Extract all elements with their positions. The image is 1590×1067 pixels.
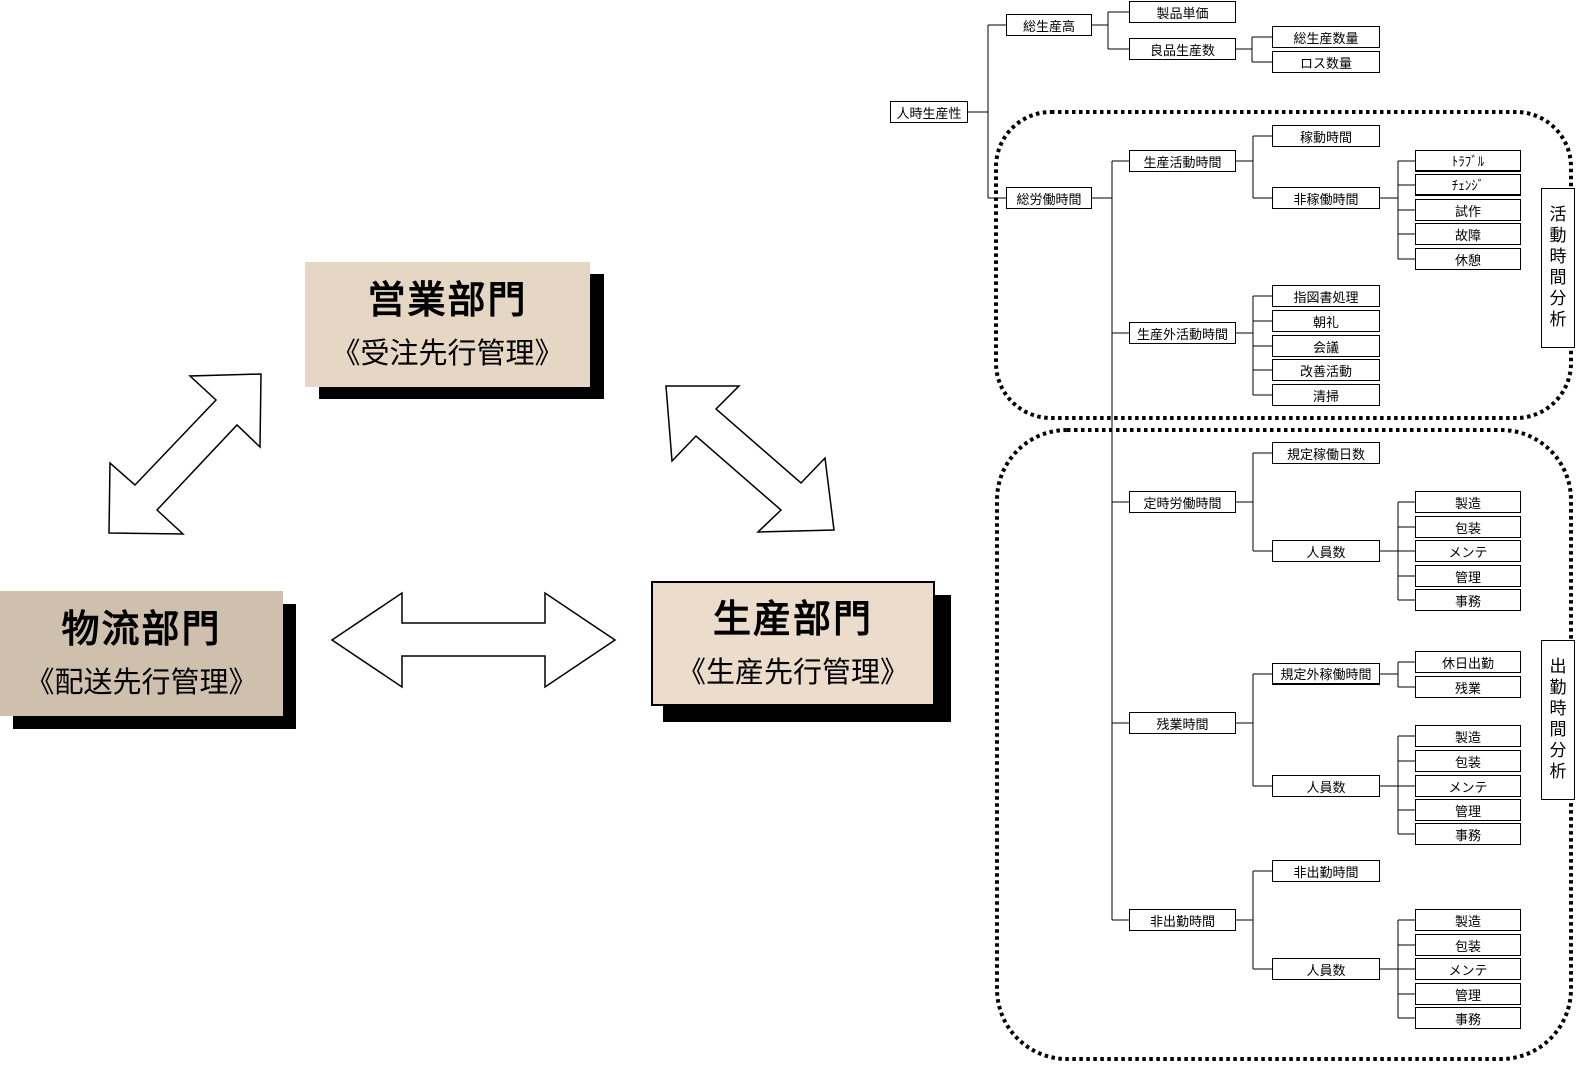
node-absence-time: 非出勤時間 bbox=[1272, 860, 1380, 882]
attendance-label-char-2: 勤 bbox=[1549, 678, 1567, 698]
node-regular-time: 定時労働時間 bbox=[1129, 491, 1236, 513]
node-root: 人時生産性 bbox=[890, 101, 968, 123]
node-role-regular-2: 包装 bbox=[1415, 516, 1521, 538]
node-kaizen: 改善活動 bbox=[1272, 359, 1380, 381]
node-role-absence-3: メンテ bbox=[1415, 958, 1521, 980]
node-role-overtime-4: 管理 bbox=[1415, 799, 1521, 821]
sales-department-subtitle: 《受注先行管理》 bbox=[331, 336, 564, 370]
logistics-department-title: 物流部門 bbox=[61, 607, 222, 651]
node-role-absence-5: 事務 bbox=[1415, 1007, 1521, 1029]
node-operating: 稼動時間 bbox=[1272, 125, 1380, 147]
sales-department-box: 営業部門 《受注先行管理》 bbox=[305, 262, 590, 387]
activity-label-char-4: 間 bbox=[1549, 268, 1567, 288]
node-role-overtime-1: 製造 bbox=[1415, 725, 1521, 747]
sales-department: 営業部門 《受注先行管理》 bbox=[305, 262, 605, 402]
node-headcount-absence: 人員数 bbox=[1272, 958, 1380, 980]
activity-label-char-5: 分 bbox=[1549, 289, 1567, 309]
node-role-absence-2: 包装 bbox=[1415, 934, 1521, 956]
node-headcount-overtime: 人員数 bbox=[1272, 775, 1380, 797]
arrow-logistics-production bbox=[330, 591, 617, 689]
activity-analysis-frame bbox=[994, 110, 1573, 420]
production-department-title: 生産部門 bbox=[712, 597, 873, 641]
logistics-department-box: 物流部門 《配送先行管理》 bbox=[0, 591, 283, 716]
arrow-sales-logistics bbox=[108, 373, 262, 535]
node-overtime-work: 残業 bbox=[1415, 676, 1521, 698]
node-trouble: ﾄﾗﾌﾞﾙ bbox=[1415, 150, 1521, 172]
node-role-regular-3: メンテ bbox=[1415, 540, 1521, 562]
attendance-label-char-1: 出 bbox=[1549, 657, 1567, 677]
node-instructions: 指図書処理 bbox=[1272, 285, 1380, 307]
node-trial: 試作 bbox=[1415, 199, 1521, 221]
production-department-box: 生産部門 《生産先行管理》 bbox=[651, 581, 935, 706]
node-unit-price: 製品単価 bbox=[1129, 1, 1236, 23]
production-department: 生産部門 《生産先行管理》 bbox=[651, 581, 952, 722]
node-prod-activity: 生産活動時間 bbox=[1129, 150, 1236, 172]
node-role-overtime-5: 事務 bbox=[1415, 823, 1521, 845]
node-total-output: 総生産高 bbox=[1006, 14, 1092, 36]
node-role-regular-4: 管理 bbox=[1415, 565, 1521, 587]
attendance-label-char-3: 時 bbox=[1549, 699, 1567, 719]
attendance-label-char-5: 分 bbox=[1549, 741, 1567, 761]
node-role-overtime-3: メンテ bbox=[1415, 775, 1521, 797]
node-scheduled-days: 規定稼働日数 bbox=[1272, 442, 1380, 464]
node-role-overtime-2: 包装 bbox=[1415, 750, 1521, 772]
node-overtime: 残業時間 bbox=[1129, 712, 1236, 734]
production-department-subtitle: 《生産先行管理》 bbox=[676, 655, 909, 689]
node-meeting: 会議 bbox=[1272, 335, 1380, 357]
node-extra-days: 規定外稼働時間 bbox=[1272, 663, 1380, 685]
node-holiday-work: 休日出勤 bbox=[1415, 651, 1521, 673]
node-breakdown: 故障 bbox=[1415, 223, 1521, 245]
node-morning: 朝礼 bbox=[1272, 310, 1380, 332]
logistics-department: 物流部門 《配送先行管理》 bbox=[0, 591, 297, 730]
node-absence: 非出勤時間 bbox=[1129, 909, 1236, 931]
activity-label-char-1: 活 bbox=[1549, 205, 1567, 225]
node-total-labor: 総労働時間 bbox=[1006, 187, 1092, 209]
activity-label-char-2: 動 bbox=[1549, 226, 1567, 246]
logistics-department-subtitle: 《配送先行管理》 bbox=[25, 665, 258, 699]
activity-label-char-6: 析 bbox=[1549, 310, 1567, 330]
node-role-regular-5: 事務 bbox=[1415, 589, 1521, 611]
activity-label-char-3: 時 bbox=[1549, 247, 1567, 267]
node-rest: 休憩 bbox=[1415, 248, 1521, 270]
node-headcount-regular: 人員数 bbox=[1272, 540, 1380, 562]
activity-analysis-label: 活 動 時 間 分 析 bbox=[1541, 188, 1575, 348]
node-role-absence-4: 管理 bbox=[1415, 983, 1521, 1005]
node-role-regular-1: 製造 bbox=[1415, 491, 1521, 513]
node-change: ﾁｪﾝｼﾞ bbox=[1415, 174, 1521, 196]
node-role-absence-1: 製造 bbox=[1415, 909, 1521, 931]
attendance-label-char-4: 間 bbox=[1549, 720, 1567, 740]
node-total-qty: 総生産数量 bbox=[1272, 26, 1380, 48]
attendance-analysis-label: 出 勤 時 間 分 析 bbox=[1541, 640, 1575, 800]
sales-department-title: 営業部門 bbox=[367, 278, 528, 322]
attendance-analysis-frame bbox=[995, 428, 1573, 1061]
node-non-operating: 非稼働時間 bbox=[1272, 187, 1380, 209]
attendance-label-char-6: 析 bbox=[1549, 762, 1567, 782]
node-good-qty: 良品生産数 bbox=[1129, 38, 1236, 60]
arrow-sales-production bbox=[665, 385, 835, 533]
node-non-prod-activity: 生産外活動時間 bbox=[1129, 322, 1236, 344]
node-cleaning: 清掃 bbox=[1272, 384, 1380, 406]
node-loss-qty: ロス数量 bbox=[1272, 51, 1380, 73]
